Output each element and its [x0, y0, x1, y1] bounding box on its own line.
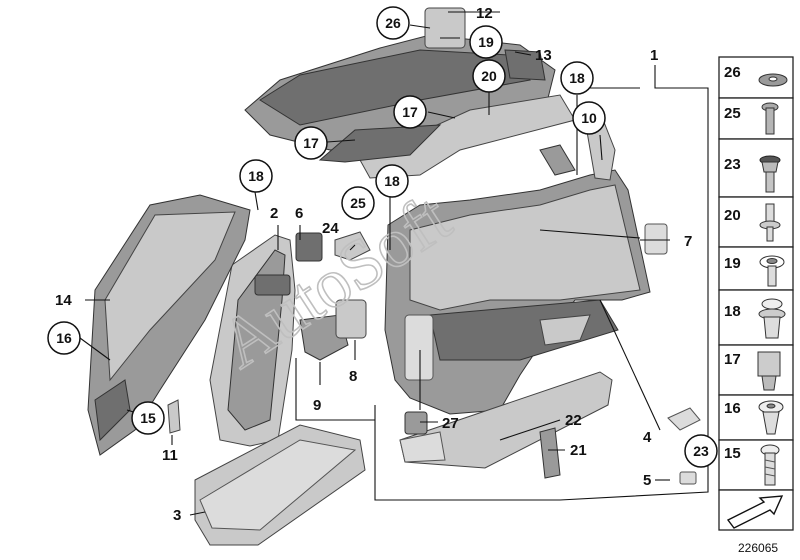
svg-text:18: 18	[384, 173, 400, 189]
callout-8: 8	[349, 368, 357, 385]
svg-text:18: 18	[569, 70, 585, 86]
svg-text:26: 26	[724, 64, 741, 81]
fastener-legend: 26 25 23 20	[718, 56, 794, 531]
callout-13: 13	[535, 47, 552, 64]
left-side-trim	[209, 234, 296, 447]
expanding-rivet-icon	[758, 298, 786, 339]
socket-frame	[335, 299, 367, 339]
callout-2: 2	[270, 205, 278, 222]
quarter-panel	[87, 194, 251, 456]
legend-row-23: 23	[718, 138, 794, 198]
callout-14: 14	[55, 292, 72, 309]
callouts-plain: 1 2 3 4 5 6 7 8 9 11 12 13 14 21 22 24 2…	[55, 5, 692, 524]
callout-16: 16	[47, 321, 81, 355]
screw-icon	[760, 444, 780, 486]
cover-5	[679, 471, 697, 485]
legend-row-19: 19	[718, 246, 794, 291]
svg-text:25: 25	[724, 105, 741, 122]
svg-text:19: 19	[724, 255, 741, 272]
cover-cap	[295, 232, 323, 262]
svg-text:25: 25	[350, 195, 366, 211]
callout-22: 22	[565, 412, 582, 429]
svg-text:15: 15	[724, 445, 741, 462]
callout-9: 9	[313, 397, 321, 414]
svg-text:15: 15	[140, 410, 156, 426]
lug-27	[404, 411, 428, 435]
callout-17-upper: 17	[393, 95, 427, 129]
callout-18-center: 18	[375, 164, 409, 198]
screw-icon	[761, 102, 779, 135]
callouts-circled: 26 19 20 18 17 10 17 18	[47, 6, 718, 468]
callout-1: 1	[650, 47, 658, 64]
callout-27: 27	[442, 415, 459, 432]
callout-5: 5	[643, 472, 651, 489]
callout-12: 12	[476, 5, 493, 22]
cover-4	[667, 407, 701, 431]
floor-panel	[194, 424, 366, 546]
svg-text:16: 16	[724, 400, 741, 417]
legend-row-15: 15	[718, 439, 794, 491]
drawing-number: 226065	[738, 541, 778, 555]
loading-sill	[399, 371, 613, 469]
svg-text:20: 20	[481, 68, 497, 84]
arrow-icon	[726, 495, 784, 529]
svg-text:17: 17	[303, 135, 319, 151]
clip-11	[167, 399, 181, 434]
svg-text:10: 10	[581, 110, 597, 126]
callout-18-top: 18	[560, 61, 594, 95]
svg-text:17: 17	[402, 104, 418, 120]
svg-text:26: 26	[385, 15, 401, 31]
callout-18-left: 18	[239, 159, 273, 193]
callout-7: 7	[684, 233, 692, 250]
callout-19: 19	[469, 25, 503, 59]
callout-21: 21	[570, 442, 587, 459]
clip-icon	[757, 351, 781, 391]
callout-25-upper: 25	[341, 186, 375, 220]
svg-text:17: 17	[724, 351, 741, 368]
svg-text:23: 23	[693, 443, 709, 459]
svg-text:18: 18	[724, 303, 741, 320]
legend-row-17: 17	[718, 344, 794, 396]
collar-screw-icon	[759, 155, 781, 193]
svg-text:20: 20	[724, 207, 741, 224]
legend-row-26: 26	[718, 56, 794, 99]
legend-row-25: 25	[718, 97, 794, 140]
latch	[539, 144, 576, 176]
svg-text:19: 19	[478, 34, 494, 50]
callout-24: 24	[322, 220, 339, 237]
svg-text:16: 16	[56, 330, 72, 346]
washer-icon	[758, 73, 788, 87]
push-rivet-icon	[758, 400, 784, 435]
legend-row-arrow	[718, 489, 794, 531]
callout-3: 3	[173, 507, 181, 524]
torx-screw-icon	[759, 255, 785, 287]
legend-row-18: 18	[718, 289, 794, 346]
callout-4: 4	[643, 429, 652, 446]
callout-26: 26	[376, 6, 410, 40]
callout-15: 15	[131, 401, 165, 435]
callout-20: 20	[472, 59, 506, 93]
legend-row-20: 20	[718, 196, 794, 248]
svg-text:18: 18	[248, 168, 264, 184]
callout-17-lower: 17	[294, 126, 328, 160]
callout-23: 23	[684, 434, 718, 468]
callout-11: 11	[162, 447, 178, 464]
stud-icon	[759, 203, 781, 242]
legend-row-16: 16	[718, 394, 794, 441]
bracket-21	[539, 427, 561, 479]
trunk-trim-panel	[384, 169, 651, 415]
cover-7	[644, 223, 668, 255]
svg-text:23: 23	[724, 156, 741, 173]
callout-6: 6	[295, 205, 303, 222]
callout-10: 10	[572, 101, 606, 135]
clip-bracket	[334, 231, 371, 261]
